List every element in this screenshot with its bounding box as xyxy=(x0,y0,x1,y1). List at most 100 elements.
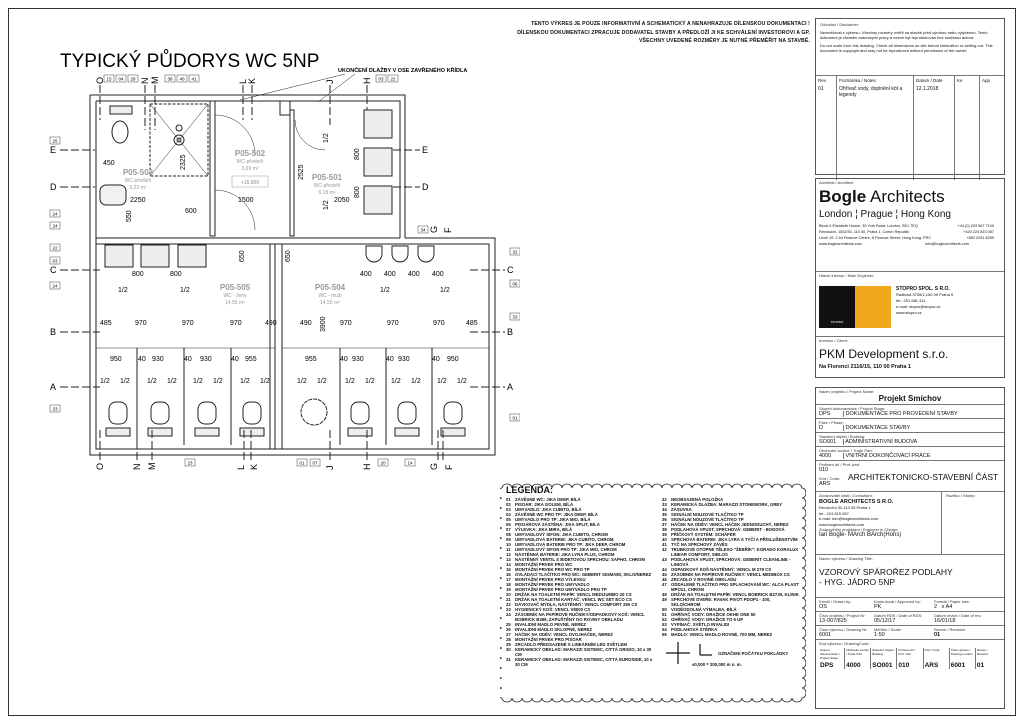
dimension-label: 490 xyxy=(300,320,312,327)
item-tag-label: 23 xyxy=(52,407,58,412)
dimension-label: 930 xyxy=(200,356,212,363)
room-name: WC-předsíň xyxy=(237,159,264,165)
origin-level: ±0,000 = 200,000 m n. m. xyxy=(692,662,742,667)
item-tag xyxy=(309,458,321,467)
dimension-label: 950 xyxy=(110,356,122,363)
grid-axis-label: F xyxy=(444,464,454,470)
room-id: P05-501 xyxy=(312,173,343,182)
item-tag xyxy=(164,74,176,83)
engineer-line: Radlická 3708/1,150 00 Praha 5 xyxy=(896,292,954,297)
toilet-icon xyxy=(242,401,262,425)
dimension-label: 490 xyxy=(265,320,277,327)
grid-lines xyxy=(60,85,505,460)
room-id: P05-505 xyxy=(220,283,251,292)
dimension-label: 400 xyxy=(384,271,396,278)
dimension-label: 1/2 xyxy=(213,378,223,385)
item-tag-label: 07 xyxy=(312,461,318,466)
dimension-label: 650 xyxy=(239,250,246,262)
level-mark: +15,600 xyxy=(241,180,259,186)
grid-axis-label: B xyxy=(507,327,513,337)
field-label: Obchodní soubor / Trade Part: xyxy=(819,448,873,453)
dimension-label: 2050 xyxy=(334,197,350,204)
item-tag-label: 06 xyxy=(512,282,518,287)
item-tag xyxy=(404,458,416,467)
grid-axis-label: D xyxy=(422,182,429,192)
project-number: 13-007/825 xyxy=(819,618,847,624)
dimension-label: 1500 xyxy=(238,197,254,204)
rev-header: App xyxy=(982,78,991,83)
dimension-label: 40 xyxy=(184,356,192,363)
dimension-label: 800 xyxy=(354,148,361,160)
trade-name: VNITŘNÍ DOKONČOVACÍ PRÁCE xyxy=(845,453,931,459)
dimension-label: 1/2 xyxy=(323,200,330,210)
origin-label: OZNAČENÍ POČÁTKU POKLÁDKY xyxy=(718,651,789,656)
sheet-frame xyxy=(8,8,1016,716)
architect-email[interactable]: info@boglearchitects.com xyxy=(925,242,969,246)
item-tag xyxy=(509,413,520,422)
item-tag xyxy=(127,74,139,83)
item-tag-label: 38 xyxy=(167,77,173,82)
consultant-line: Revoluční 30,110 00 Praha 1 xyxy=(819,505,871,510)
field-label: Číslo projektu / Project Nr: xyxy=(819,613,866,618)
toilet-icon xyxy=(350,401,370,425)
field-label: Datum revize / Date of rev.: xyxy=(934,613,983,618)
disclaimer-line: VŠECHNY UVEDENÉ ROZMĚRY JE NUTNÉ PŘEMĚŘI… xyxy=(638,38,810,44)
dimension-label: 1/2 xyxy=(118,287,128,294)
grid-axis-label: G xyxy=(429,226,439,233)
investor-label: Investor / Client: xyxy=(819,338,848,343)
grid-axis-label: C xyxy=(507,265,514,275)
grid-axis-label: E xyxy=(50,145,56,155)
phase-name: DOKUMENTACE STAVBY xyxy=(845,425,911,431)
consultant-line: tel.: 224 815 087 xyxy=(819,510,849,516)
field-label: Zodpovědný projektant / Engineer in Char… xyxy=(819,527,899,532)
architect-office-text: +44 (0) 203 567 7100 xyxy=(957,224,994,228)
disclaimer-notice: TENTO VÝKRES JE POUZE INFORMATIVNÍ A SCH… xyxy=(517,20,810,46)
field-label: Název projektu / Project Name: xyxy=(819,389,875,394)
dimension-label: 1/2 xyxy=(193,378,203,385)
field-label: Profesní díl / Prof. part: xyxy=(819,462,861,467)
item-tag-label: 14 xyxy=(407,461,413,466)
dimension-label: 650 xyxy=(285,250,292,262)
architect-office-text: Level 19, 2 Int Finance Centre, 8 Financ… xyxy=(819,236,932,240)
dimension-label: 970 xyxy=(182,320,194,327)
item-tag-label: 24 xyxy=(52,284,58,289)
grid-axis-label: O xyxy=(95,77,105,84)
grid-axis-label: G xyxy=(429,463,439,470)
architect-web[interactable]: www.boglearchitects.com xyxy=(819,242,862,246)
field-label: Revize / Revision: xyxy=(934,627,967,632)
wc-module-icon xyxy=(394,427,420,437)
drawing-code-value: 4000 xyxy=(846,662,861,669)
item-tag xyxy=(377,458,389,467)
rev-note: Ohřívač vody, doplnění kót a legendy xyxy=(839,86,903,98)
item-tag xyxy=(49,209,61,218)
field-label: Razítko / Stamp: xyxy=(946,493,976,498)
architect-logo-bold: Bogle xyxy=(819,187,867,206)
item-tag xyxy=(387,74,399,83)
item-tag-label: 24 xyxy=(52,224,58,229)
dimension-label: 1/2 xyxy=(260,378,270,385)
item-tag xyxy=(49,256,61,265)
field-label: Kód / Code: xyxy=(819,476,841,481)
architect-office-text: +852 2251 8259 xyxy=(966,236,994,240)
legend-cloud-path xyxy=(500,483,806,703)
issue-date: 05/12/17 xyxy=(874,618,896,624)
